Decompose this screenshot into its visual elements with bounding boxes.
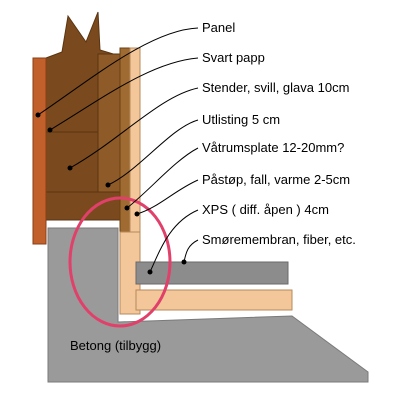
- leader-dot: [67, 165, 73, 171]
- label-utlisting: Utlisting 5 cm: [202, 112, 280, 127]
- concrete-foundation: [47, 227, 369, 383]
- leader-dot: [124, 205, 130, 211]
- utlisting-furring: [119, 47, 131, 233]
- leader-pastop: [136, 179, 199, 215]
- membrane-layer: [135, 261, 289, 285]
- label-svart-papp: Svart papp: [202, 50, 265, 65]
- leader-dot: [134, 211, 140, 217]
- label-vatrumsplate: Våtrumsplate 12-20mm?: [202, 140, 344, 155]
- leader-vatrumsplate: [126, 147, 199, 209]
- panel-cladding: [32, 57, 47, 245]
- leader-dot: [47, 127, 53, 133]
- leader-panel: [37, 27, 199, 116]
- xps-layer: [135, 289, 293, 311]
- label-panel: Panel: [202, 20, 235, 35]
- leader-dot: [181, 259, 187, 265]
- leader-stender: [69, 87, 199, 169]
- leader-utlisting: [107, 119, 199, 186]
- label-betong: Betong (tilbygg): [70, 338, 161, 353]
- label-smoremembran: Smøremembran, fiber, etc.: [202, 232, 356, 247]
- label-stender: Stender, svill, glava 10cm: [202, 80, 349, 95]
- leader-dot: [105, 182, 111, 188]
- highlight-circle: [68, 196, 172, 328]
- leader-smoremembran: [183, 239, 199, 263]
- wood-sill: [45, 191, 121, 221]
- wood-stud: [97, 53, 121, 193]
- leader-dot: [35, 112, 41, 118]
- leader-dot: [147, 269, 153, 275]
- label-xps: XPS ( diff. åpen ) 4cm: [202, 202, 329, 217]
- leader-svart-papp: [49, 57, 199, 131]
- leader-xps: [149, 209, 199, 273]
- label-pastop: Påstøp, fall, varme 2-5cm: [202, 172, 350, 187]
